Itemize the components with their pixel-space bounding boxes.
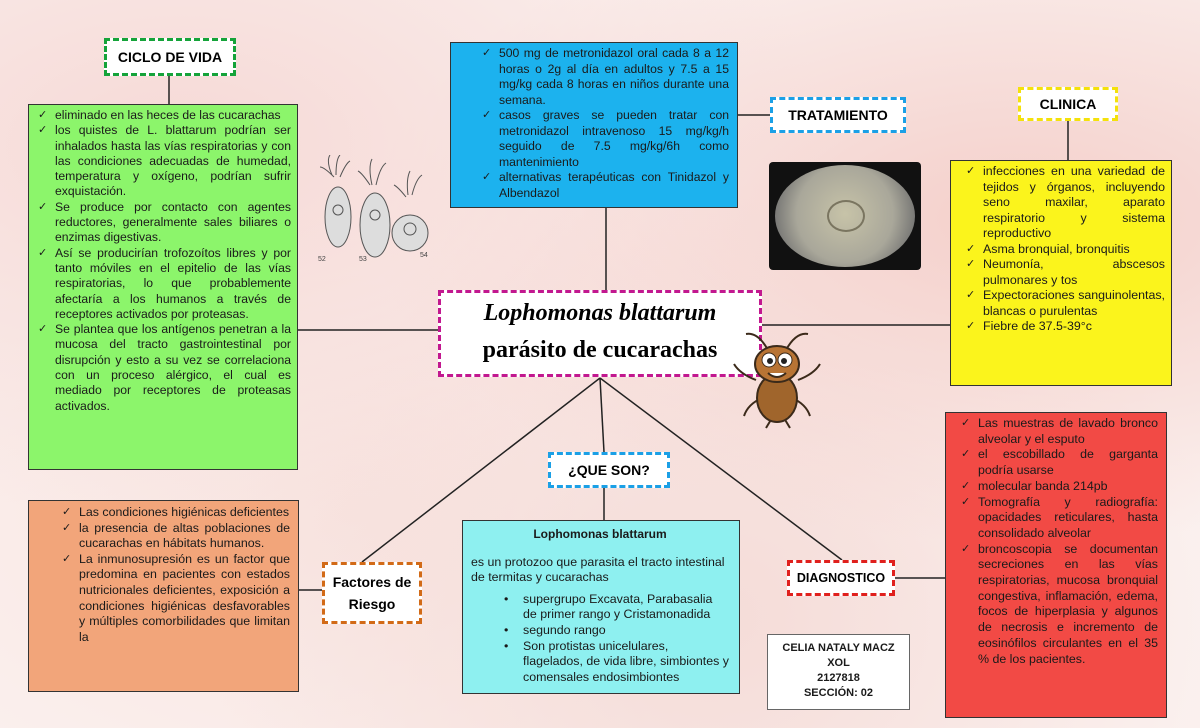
list-item: 500 mg de metronidazol oral cada 8 a 12 … (477, 46, 729, 108)
list-item: molecular banda 214pb (956, 479, 1158, 495)
list-item: alternativas terapéuticas con Tinidazol … (477, 170, 729, 201)
que-son-intro: es un protozoo que parasita el tracto in… (471, 554, 725, 585)
que-son-list: supergrupo Excavata, Parabasalia de prim… (471, 592, 729, 686)
list-item: el escobillado de garganta podría usarse (956, 447, 1158, 478)
list-item: Así se producirían trofozoítos libres y … (33, 246, 291, 322)
list-item: eliminado en las heces de las cucarachas (33, 108, 291, 124)
list-item: Son protistas unicelulares, flagelados, … (471, 639, 729, 686)
author-box: CELIA NATALY MACZ XOL 2127818 SECCIÓN: 0… (767, 634, 910, 710)
que-son-heading: Lophomonas blattarum (533, 527, 667, 541)
list-item: segundo rango (471, 623, 729, 639)
list-item: La inmunosupresión es un factor que pred… (57, 552, 290, 646)
svg-text:52: 52 (318, 256, 326, 263)
list-item: Las muestras de lavado bronco alveolar y… (956, 416, 1158, 447)
factores-label-line2: Riesgo (348, 596, 396, 612)
list-item: Se produce por contacto con agentes redu… (33, 200, 291, 246)
list-item: Tomografía y radiografía: opacidades ret… (956, 495, 1158, 542)
author-name-line2: XOL (827, 657, 850, 669)
cockroach-illustration (728, 330, 828, 430)
factores-box: Las condiciones higiénicas deficientes l… (28, 500, 299, 692)
list-item: broncoscopia se documentan secreciones e… (956, 542, 1158, 668)
tratamiento-box: 500 mg de metronidazol oral cada 8 a 12 … (450, 42, 738, 208)
ciclo-de-vida-list: eliminado en las heces de las cucarachas… (33, 108, 291, 414)
main-title-box: Lophomonas blattarum parásito de cucarac… (438, 290, 762, 377)
diagnostico-box: Las muestras de lavado bronco alveolar y… (945, 412, 1167, 718)
title-species: Lophomonas blattarum (483, 300, 717, 326)
factores-label: Factores de Riesgo (322, 562, 422, 624)
list-item: Neumonía, abscesos pulmonares y tos (961, 257, 1165, 288)
author-name-line1: CELIA NATALY MACZ (782, 642, 895, 654)
protozoa-illustration: 52 53 54 (312, 154, 434, 265)
list-item: supergrupo Excavata, Parabasalia de prim… (471, 592, 729, 623)
diagnostico-label: DIAGNOSTICO (787, 560, 895, 596)
que-son-label: ¿QUE SON? (548, 452, 670, 488)
diagnostico-list: Las muestras de lavado bronco alveolar y… (956, 416, 1158, 667)
clinica-box: infecciones en una variedad de tejidos y… (950, 160, 1172, 386)
factores-list: Las condiciones higiénicas deficientes l… (57, 505, 290, 645)
list-item: Asma bronquial, bronquitis (961, 242, 1165, 258)
ciclo-de-vida-label: CICLO DE VIDA (104, 38, 236, 76)
tratamiento-list: 500 mg de metronidazol oral cada 8 a 12 … (477, 46, 729, 201)
list-item: Expectoraciones sanguinolentas, blancas … (961, 288, 1165, 319)
que-son-box: Lophomonas blattarum es un protozoo que … (462, 520, 740, 694)
list-item: Las condiciones higiénicas deficientes (57, 505, 290, 521)
svg-text:53: 53 (359, 256, 367, 263)
title-subtitle: parásito de cucarachas (482, 337, 718, 363)
list-item: Se plantea que los antígenos penetran a … (33, 322, 291, 414)
author-section: SECCIÓN: 02 (803, 687, 874, 699)
tratamiento-label: TRATAMIENTO (770, 97, 906, 133)
clinica-label: CLINICA (1018, 87, 1118, 121)
factores-label-line1: Factores de (332, 574, 412, 590)
list-item: Fiebre de 37.5-39°c (961, 319, 1165, 335)
ciclo-de-vida-box: eliminado en las heces de las cucarachas… (28, 104, 298, 470)
list-item: infecciones en una variedad de tejidos y… (961, 164, 1165, 242)
list-item: los quistes de L. blattarum podrían ser … (33, 123, 291, 199)
clinica-list: infecciones en una variedad de tejidos y… (961, 164, 1165, 335)
list-item: casos graves se pueden tratar con metron… (477, 108, 729, 170)
svg-text:54: 54 (420, 252, 428, 259)
microscope-image (769, 162, 921, 270)
list-item: la presencia de altas poblaciones de cuc… (57, 521, 290, 552)
author-id: 2127818 (817, 672, 860, 684)
